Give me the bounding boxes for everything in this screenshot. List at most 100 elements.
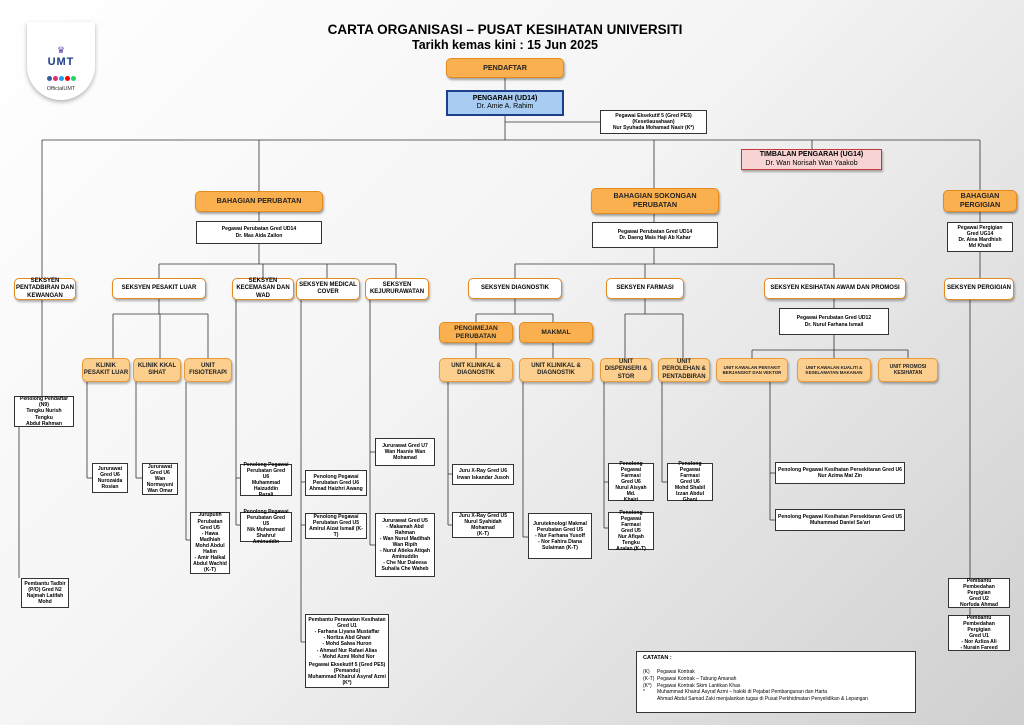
staff-pembantu-tadbir: Pembantu Tadbir (P/O) Gred N2 Najmah Lat…	[21, 578, 69, 608]
bahagian-perubatan: BAHAGIAN PERUBATAN	[195, 191, 323, 212]
note-key: (K-T)	[643, 675, 655, 682]
staff-line: Juruteknologi Makmal	[533, 520, 587, 527]
staff-line: Jururawat	[147, 463, 173, 470]
staff-line: Mohd	[38, 599, 52, 606]
staff-line: Pembantu	[966, 577, 992, 584]
staff-makmal: Juruteknologi Makmal Perubatan Gred U5 -…	[528, 513, 592, 559]
bahagian-sokongan: BAHAGIAN SOKONGAN PERUBATAN	[591, 188, 719, 214]
note-value: Muhammad Khairul Asyraf Azmi – hakiki di…	[657, 689, 828, 696]
staff-line: Najmah Latifah	[26, 593, 64, 599]
staff-line: Nurul Syahidah Mohamad	[464, 518, 502, 531]
note-value: Pegawai Kontrak Skim Lantikan Khas	[657, 682, 741, 689]
staff-jururawat-u7: Jururawat Gred U7 Wan Hasnie Wan Mohamad	[375, 438, 435, 466]
staff-line: Penolong Pegawai	[243, 461, 289, 468]
head-line: Pegawai Pergigian	[957, 224, 1003, 231]
staff-line: Pegawai Eksekutif 5 (Gred PE5)	[308, 661, 386, 668]
unit-klinik-pesakit-luar: KLINIK PESAKIT LUAR	[82, 358, 130, 382]
staff-line: Penolong	[678, 460, 702, 467]
social-icons	[46, 68, 76, 86]
pengimejan-perubatan: PENGIMEJAN PERUBATAN	[439, 322, 513, 343]
staff-jururawat-klinik-luar: Jururawat Gred U6 Nurozaida Rosian	[92, 463, 128, 493]
unit-klinikal-diagnostik-1: UNIT KLINIKAL & DIAGNOSTIK	[439, 358, 513, 382]
seksyen-farmasi: SEKSYEN FARMASI	[606, 278, 684, 299]
pengarah-box: PENGARAH (UD14) Dr. Amie A. Rahim	[446, 90, 564, 116]
crest-icon: ♛	[56, 45, 66, 55]
eksekutif-line: (Kesetiausahaan)	[632, 118, 675, 125]
staff-line: Rosian	[101, 484, 119, 491]
head-line: Md Khalil	[968, 243, 992, 250]
staff-line: Juru X-Ray Gred U5	[458, 512, 508, 519]
staff-line: Pembantu Perawatan Kesihatan	[308, 617, 386, 623]
staff-line: (K-T)	[477, 531, 489, 538]
staff-line: - Makamah Abd	[386, 523, 424, 530]
logo-caption: OfficialUMT	[46, 86, 76, 92]
staff-medcover-u5: Penolong Pegawai Perubatan Gred U5 Amiru…	[305, 513, 367, 539]
staff-line: Muhammad Daniel Sa'ari	[809, 520, 871, 526]
staff-line: Pegawai Farmasi	[620, 515, 642, 528]
staff-line: Wan Omar	[147, 488, 173, 495]
staff-line: Sulaiman (K-T)	[542, 545, 578, 552]
staff-line: Pembantu	[966, 614, 992, 621]
staff-line: Aminuddin	[391, 554, 419, 561]
staff-line: Gred U6	[150, 469, 170, 476]
staff-line: Nurozaida	[97, 478, 123, 484]
note-key: (K)	[643, 669, 650, 675]
seksyen-diagnostik: SEKSYEN DIAGNOSTIK	[468, 278, 562, 299]
staff-line: Wan Ripih	[392, 541, 418, 548]
staff-line: Jururawat	[97, 465, 123, 472]
note-row: * Muhammad Khairul Asyraf Azmi – hakiki …	[643, 689, 909, 696]
staff-kecemasan-u6: Penolong Pegawai Perubatan Gred U6 Muham…	[240, 461, 292, 499]
seksyen-pergigian: SEKSYEN PERGIGIAN	[944, 278, 1014, 300]
staff-farmasi-u5: Penolong Pegawai Farmasi Gred U5 Nur Afi…	[608, 510, 654, 552]
unit-promosi: UNIT PROMOSI KESIHATAN	[878, 358, 938, 382]
note-row: (K-T) Pegawai Kontrak – Tabung Amanah	[643, 676, 909, 683]
staff-farmasi-u6: Penolong Pegawai Farmasi Gred U6 Nurul A…	[608, 460, 654, 503]
staff-line: - Ahmad Nur Rafaei Alias	[316, 647, 378, 654]
staff-line: Ahmad Haizhri Awang	[309, 486, 363, 493]
staff-line: Wan Normayuni	[146, 475, 174, 489]
unit-fisioterapi: UNIT FISIOTERAPI	[184, 358, 232, 382]
staff-line: Gred U6	[100, 471, 120, 478]
staff-line: - Wan Nurul Madihah	[379, 535, 431, 542]
eksekutif-line: Nur Syuhada Mohamad Nasir (K*)	[612, 125, 695, 132]
note-value: Pegawai Kontrak – Tabung Amanah	[657, 675, 737, 682]
staff-line: Gred U2	[969, 596, 989, 603]
staff-pergigian-u1: Pembantu Pembedahan Pergigian Gred U1 - …	[948, 615, 1010, 651]
pengarah-title: PENGARAH (UD14)	[472, 94, 538, 102]
staff-line: Abdul Wachid	[193, 561, 227, 568]
staff-line: Penolong Pegawai	[243, 508, 289, 515]
staff-line: Perubatan Gred U6	[312, 479, 360, 486]
eksekutif-line: Pegawai Eksekutif 5 (Gred PE5)	[615, 112, 692, 119]
staff-line: Penolong	[619, 460, 643, 467]
unit-perolehan: UNIT PEROLEHAN & PENTADBIRAN	[658, 358, 710, 382]
staff-line: Razali	[258, 492, 274, 499]
staff-line: Suhaila Che Waheb	[381, 566, 429, 573]
staff-line: Muhammad Haizuddin	[251, 480, 281, 493]
makmal: MAKMAL	[519, 322, 593, 343]
catatan-notes: CATATAN : (K) Pegawai Kontrak (K-T) Pega…	[636, 651, 916, 713]
staff-line: Rahman	[394, 529, 416, 536]
staff-line: Nurul Aisyah Md.	[615, 485, 647, 498]
note-row: (K) Pegawai Kontrak	[643, 669, 909, 676]
staff-xray-u5: Juru X-Ray Gred U5 Nurul Syahidah Mohama…	[452, 512, 514, 538]
staff-line: Juru X-Ray Gred U6	[458, 468, 508, 475]
pendaftar-box: PENDAFTAR	[446, 58, 564, 78]
staff-line: Wan Hasnie Wan	[384, 448, 426, 455]
awam-head: Pegawai Perubatan Gred UD12 Dr. Nurul Fa…	[779, 308, 889, 335]
staff-line: - Nurain Fareed	[960, 645, 998, 652]
head-line: Dr. Mas Aida Zailon	[235, 232, 283, 239]
staff-pergigian-u2: Pembantu Pembedahan Pergigian Gred U2 No…	[948, 578, 1010, 608]
head-line: Dr. Daeng Mais Haji Ab Kahar	[619, 235, 691, 241]
staff-line: Norfuda Ahmad	[959, 602, 998, 609]
staff-line: Perubatan Gred U5	[312, 519, 360, 526]
unit-klinik-sihat: KLINIK KKAL SIHAT	[133, 358, 181, 382]
head-line: Dr. Nurul Farhana Ismail	[804, 321, 864, 328]
seksyen-pesakit-luar: SEKSYEN PESAKIT LUAR	[112, 278, 206, 299]
logo-text: UMT	[47, 56, 75, 68]
staff-line: Mohd Shabil	[674, 485, 706, 492]
head-line: Pegawai Perubatan Gred UD14	[617, 228, 693, 235]
staff-line: Muhammad Khairul Asyraf Azmi (K*)	[308, 673, 386, 686]
staff-line: Pembedahan Pergigian	[963, 620, 995, 633]
note-value: Ahmad Abdul Samad Zaki menjalankan tugas…	[657, 696, 868, 702]
